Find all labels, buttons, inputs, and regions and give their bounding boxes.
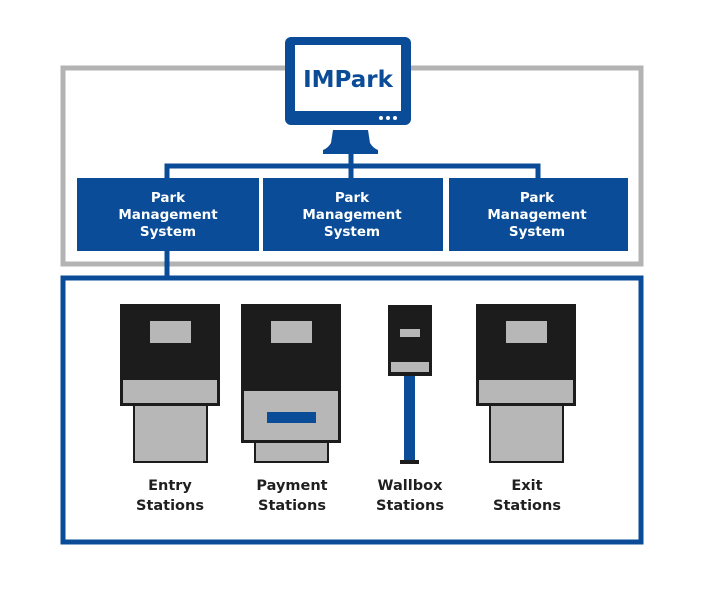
station-layer-frame — [60, 275, 644, 545]
management-system-label-line: Management — [302, 207, 402, 223]
management-system-label-line: System — [324, 224, 380, 240]
connector-lines — [164, 152, 541, 280]
payment-station-icon — [241, 304, 341, 463]
management-system-box: Park Management System — [77, 178, 259, 251]
management-system-label-line: Management — [487, 207, 587, 223]
exit-station-icon — [476, 304, 576, 463]
station-label-line: Entry — [148, 478, 192, 494]
management-system-box: Park Management System — [449, 178, 628, 251]
station-label-line: Stations — [136, 498, 204, 514]
entry-station-icon — [120, 304, 220, 463]
station-label-line: Exit — [511, 478, 542, 494]
management-system-label-line: Park — [335, 190, 370, 206]
station-label-line: Stations — [493, 498, 561, 514]
station-label-line: Wallbox — [378, 478, 444, 494]
management-system-label-line: Management — [118, 207, 218, 223]
station-label-line: Payment — [256, 478, 327, 494]
monitor-icon — [285, 37, 411, 154]
management-system-label-line: System — [509, 224, 565, 240]
management-system-label-line: Park — [520, 190, 555, 206]
management-system-label-line: Park — [151, 190, 186, 206]
management-system-box: Park Management System — [263, 178, 443, 251]
station-label-line: Stations — [258, 498, 326, 514]
monitor-title: IMPark — [303, 67, 394, 93]
wallbox-station-icon — [388, 305, 432, 464]
station-label-line: Stations — [376, 498, 444, 514]
management-system-label-line: System — [140, 224, 196, 240]
